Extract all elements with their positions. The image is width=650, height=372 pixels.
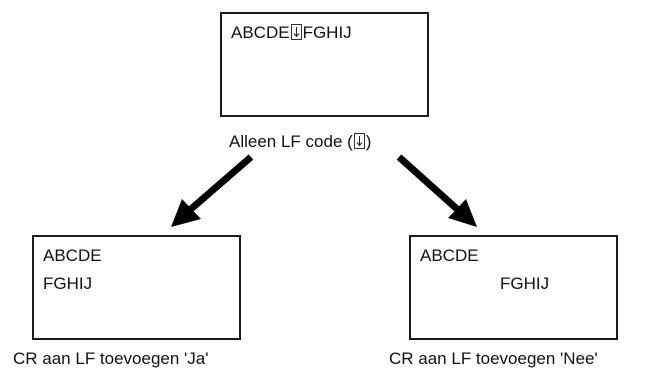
source-box: ABCDE FGHIJ [220, 12, 429, 117]
source-caption-prefix: Alleen LF code ( [229, 132, 353, 151]
result-box-yes: ABCDE FGHIJ [32, 235, 241, 340]
result-yes-caption: CR aan LF toevoegen 'Ja' [13, 349, 209, 368]
result-no-line2: FGHIJ [500, 274, 550, 293]
arrow-icon [171, 154, 254, 227]
arrow-icon [396, 154, 477, 227]
result-yes-line2: FGHIJ [43, 274, 93, 293]
source-text-after: FGHIJ [302, 23, 352, 42]
source-text-before: ABCDE [231, 23, 290, 42]
source-caption-suffix: ) [365, 132, 372, 151]
result-no-caption: CR aan LF toevoegen 'Nee' [389, 349, 598, 368]
result-box-no: ABCDE FGHIJ [409, 235, 618, 340]
line-feed-icon [290, 24, 302, 40]
source-caption: Alleen LF code () [229, 132, 371, 152]
result-yes-line1: ABCDE [43, 246, 102, 265]
source-text-line: ABCDE FGHIJ [231, 23, 352, 43]
result-no-line1: ABCDE [420, 246, 479, 265]
line-feed-icon [353, 133, 365, 149]
